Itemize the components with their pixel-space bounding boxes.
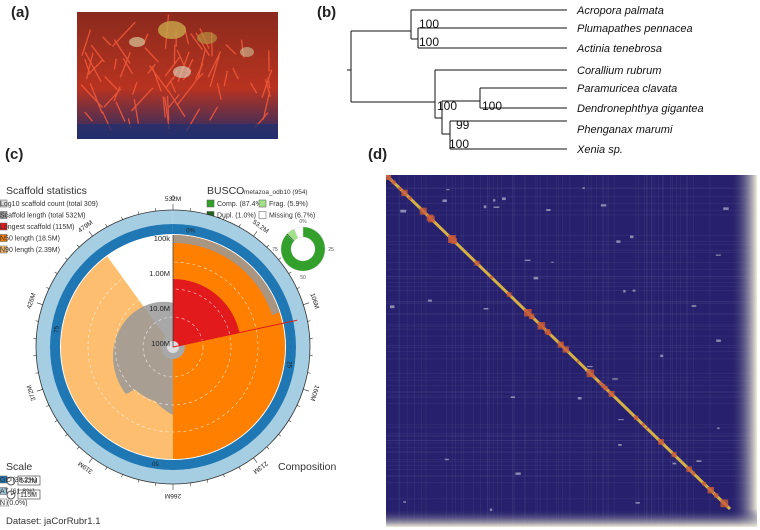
legend-item: Scaffold length (total 532M) — [0, 213, 85, 220]
radial-axis-label: 100M — [151, 339, 170, 348]
legend-item: Missing (6.7%) — [269, 213, 315, 220]
outer-tick-label: 319M — [77, 460, 94, 475]
legend-swatch — [0, 234, 8, 242]
legend-swatch — [0, 222, 8, 231]
legend-swatch — [0, 487, 8, 495]
composition-tick-label: 75 — [54, 325, 60, 332]
legend-swatch — [0, 498, 8, 507]
legend-swatch — [0, 245, 8, 254]
outer-tick-label: 160M — [308, 384, 320, 402]
legend-swatch — [206, 199, 215, 208]
outer-tick-label: 266M — [165, 492, 181, 499]
support-value: 100 — [482, 99, 502, 113]
taxon-label: Dendronephthya gigantea — [577, 103, 704, 115]
taxon-label: Corallium rubrum — [577, 65, 661, 77]
outer-tick-label: 426M — [26, 292, 38, 310]
outer-tick-label: 213M — [252, 460, 269, 475]
legend-swatch — [0, 475, 8, 484]
hic-contact-map — [386, 175, 757, 527]
taxon-label: Xenia sp. — [576, 144, 623, 156]
taxon-label: Paramuricea clavata — [577, 83, 677, 95]
phylogenetic-tree: Acropora palmata Plumapathes pennacea Ac… — [347, 5, 704, 156]
panel-label-d: (d) — [368, 146, 388, 163]
snail-circle: 100k 1.00M 10.0M 100M 0 53.2M 106M 160M 213M 266M… — [26, 195, 320, 499]
panel-label-a: (a) — [11, 4, 30, 21]
legend-item: N50 length (18.5M) — [0, 236, 60, 243]
busco-tick-label: 25 — [328, 247, 334, 253]
radial-axis-label: 1.00M — [149, 269, 170, 278]
support-value: 100 — [437, 99, 457, 113]
radial-axis-label: 10.0M — [149, 304, 170, 313]
scaffold-stats-title: Scaffold statistics — [6, 185, 87, 197]
busco-tick-label: 50 — [300, 275, 306, 281]
longest-scaffold-sector — [173, 279, 240, 347]
outer-tick-label: 479M — [77, 219, 94, 234]
legend-item: GC (38.2%) — [0, 477, 37, 484]
scale-circle-icon — [6, 490, 16, 500]
n90-band — [60, 256, 173, 459]
legend-item: N (0.0%) — [0, 500, 28, 507]
composition-tick-label: 0% — [186, 228, 195, 234]
legend-swatch — [258, 211, 267, 219]
busco-tick-label: 0% — [299, 219, 307, 225]
busco-segment — [280, 226, 326, 272]
legend-item: Comp. (87.4%) — [217, 201, 264, 208]
legend-item: Frag. (5.9%) — [269, 201, 308, 208]
legend-item: AT (61.8%) — [0, 489, 35, 496]
panel-label-b: (b) — [317, 4, 337, 21]
panel-label-c: (c) — [5, 146, 24, 163]
legend-item: Longest scaffold (115M) — [0, 224, 74, 231]
legend-item: Log10 scaffold count (total 309) — [0, 201, 98, 208]
outer-tick-label: 0 — [171, 195, 175, 202]
legend-swatch — [0, 199, 8, 208]
legend-item: Dupl. (1.0%) — [217, 213, 256, 220]
outer-tick-label: 53.2M — [251, 219, 270, 235]
support-value: 100 — [419, 35, 439, 49]
scale-item: 115M — [20, 492, 37, 499]
busco-title: BUSCO — [207, 185, 244, 197]
outer-tick-label: 532M — [165, 196, 181, 203]
outer-tick-label: 372M — [26, 384, 38, 402]
taxon-label: Actinia tenebrosa — [576, 43, 662, 55]
dataset-label: Dataset: jaCorRubr1.1 — [6, 516, 101, 527]
support-value: 99 — [456, 118, 470, 132]
scale-title: Scale — [6, 461, 32, 473]
legend-swatch — [0, 211, 8, 219]
composition-tick-label: 25 — [286, 361, 292, 368]
busco-segment — [293, 226, 304, 239]
radial-axis-label: 100k — [154, 234, 171, 243]
composition-tick-label: 50 — [151, 460, 158, 466]
taxon-label: Plumapathes pennacea — [577, 23, 693, 35]
busco-tick-label: 75 — [272, 247, 278, 253]
legend-swatch — [258, 199, 267, 208]
support-value: 100 — [449, 137, 469, 151]
taxon-label: Phenganax marumi — [577, 124, 673, 136]
coral-photo — [77, 12, 278, 139]
support-value: 100 — [419, 17, 439, 31]
taxon-label: Acropora palmata — [576, 5, 664, 17]
busco-donut: 0% 25 50 75 — [272, 219, 334, 281]
outer-tick-label: 106M — [308, 292, 320, 310]
legend-item: N90 length (2.39M) — [0, 247, 60, 254]
composition-title: Composition — [278, 461, 337, 473]
busco-subtitle: metazoa_odb10 (954) — [244, 189, 308, 196]
scale-item: 532M — [20, 478, 38, 485]
snail-plot: Scaffold statistics Log10 scaffold count… — [0, 185, 337, 527]
